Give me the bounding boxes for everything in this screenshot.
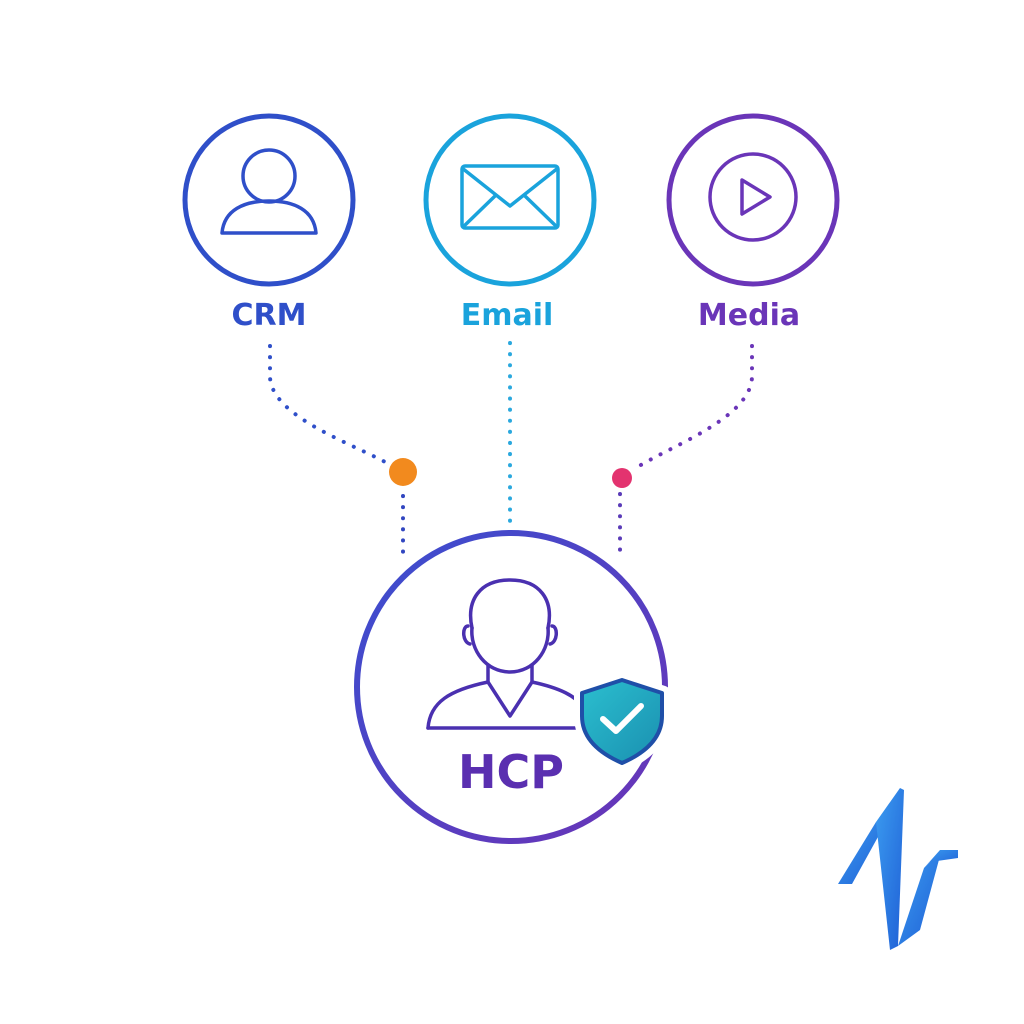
email-node[interactable]: [423, 113, 597, 287]
email-label: Email: [460, 298, 554, 333]
shield-check-icon: [574, 672, 670, 772]
user-icon: [220, 148, 318, 235]
media-label: Media: [697, 298, 801, 333]
play-icon: [708, 152, 798, 242]
zigzag-logo-icon: [838, 788, 958, 950]
email-circle: [423, 113, 597, 287]
crm-node[interactable]: [182, 113, 356, 287]
crm-connector-dot: [389, 458, 417, 486]
media-connector: [612, 344, 754, 562]
envelope-icon: [460, 164, 560, 230]
media-circle: [666, 113, 840, 287]
doctor-user-icon: [426, 578, 586, 730]
crm-circle: [182, 113, 356, 287]
hcp-label: HCP: [458, 745, 564, 799]
media-node[interactable]: [666, 113, 840, 287]
hcp-hub[interactable]: [354, 530, 670, 844]
media-connector-dot: [612, 468, 632, 488]
crm-label: CRM: [231, 298, 307, 333]
crm-connector: [268, 344, 417, 562]
